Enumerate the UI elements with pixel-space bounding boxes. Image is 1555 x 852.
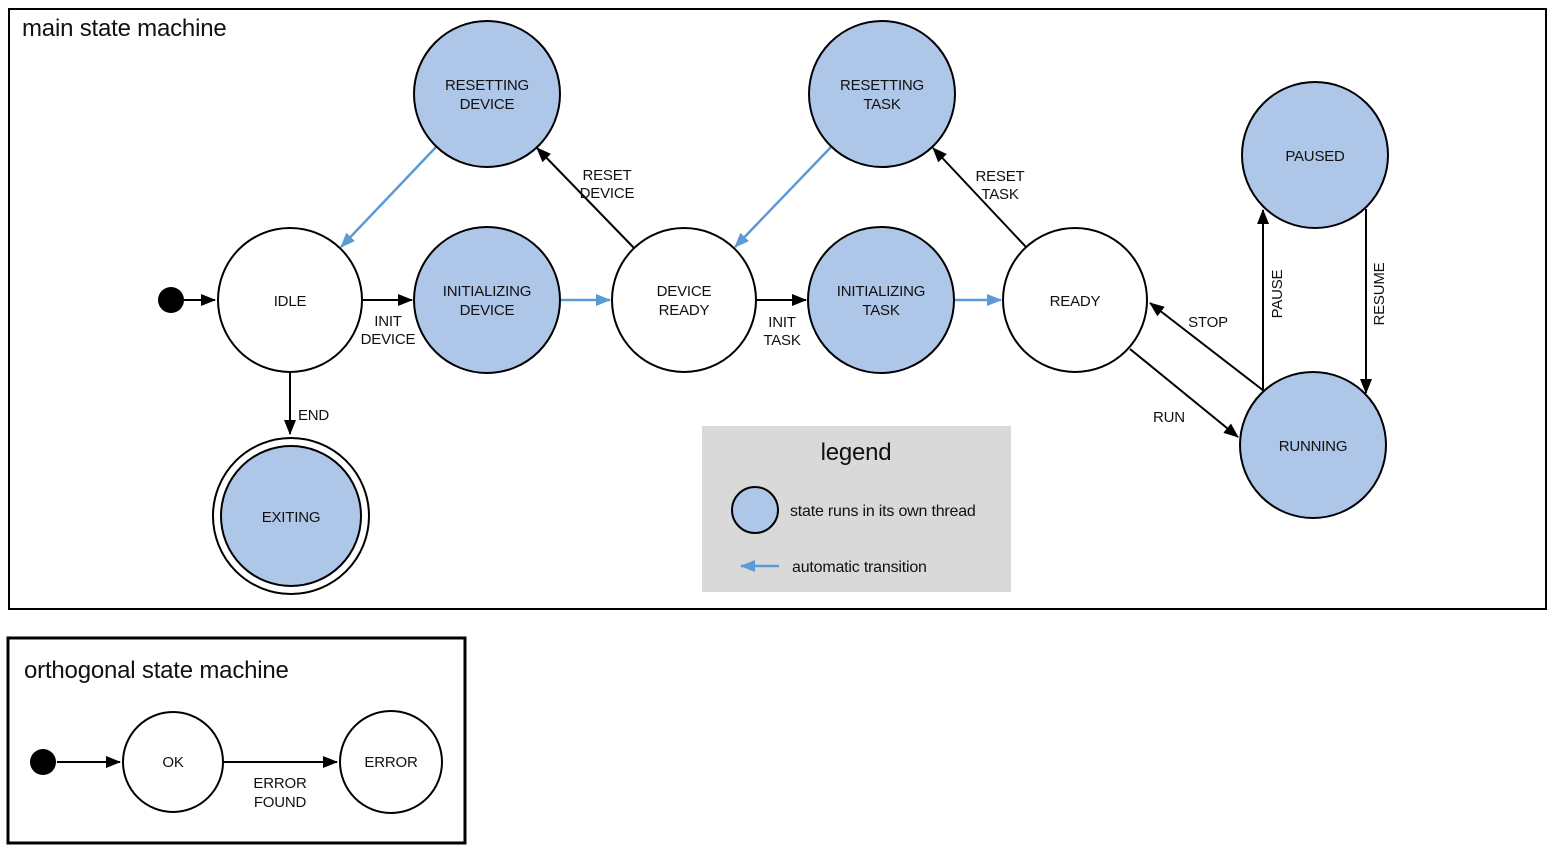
state-idle-label: IDLE	[274, 293, 307, 310]
main-panel-border	[8, 8, 1547, 610]
state-initializing-device	[413, 226, 561, 374]
state-initializing-task-label-line1: INITIALIZING	[837, 283, 925, 300]
state-error-label: ERROR	[364, 754, 418, 771]
transition-run-label: RUN	[1153, 409, 1185, 426]
state-running	[1239, 371, 1387, 519]
state-paused	[1241, 81, 1389, 229]
main-panel-title: main state machine	[22, 15, 227, 42]
transition-reset-device-label-line1: RESET	[582, 167, 631, 184]
transition-stop-arrow	[1149, 302, 1265, 392]
state-device-ready-label-line2: READY	[659, 302, 710, 319]
transition-error-found-label-line1: ERROR	[253, 775, 307, 792]
transition-resume-label: RESUME	[1371, 262, 1388, 325]
transition-reset-task-label-line2: TASK	[981, 186, 1018, 203]
state-resetting-task	[808, 20, 956, 168]
state-ready-label: READY	[1050, 293, 1101, 310]
transition-error-found-label-line2: FOUND	[254, 794, 307, 811]
state-resetting-task-label-line1: RESETTING	[840, 77, 924, 94]
state-initializing-task-label-line2: TASK	[862, 302, 899, 319]
transition-reset-device-label-line2: DEVICE	[580, 185, 635, 202]
state-exiting-label: EXITING	[262, 509, 321, 526]
legend-auto-transition-label: automatic transition	[792, 559, 927, 576]
initial-state-dot	[158, 287, 184, 313]
auto-transition-resetting-device-to-idle-arrow	[340, 145, 438, 248]
legend-threaded-state-icon	[731, 486, 779, 534]
state-resetting-task-label-line2: TASK	[863, 96, 900, 113]
transition-pause-label: PAUSE	[1269, 269, 1286, 318]
state-resetting-device-label-line2: DEVICE	[460, 96, 515, 113]
state-exiting	[220, 445, 362, 587]
auto-transition-resetting-task-to-device-ready-arrow	[734, 146, 832, 248]
transition-reset-task-label-line1: RESET	[975, 168, 1024, 185]
transition-reset-task-arrow	[932, 147, 1027, 248]
state-ok	[122, 711, 224, 813]
state-initializing-device-label-line1: INITIALIZING	[443, 283, 531, 300]
orthogonal-state-machine-panel: orthogonal state machine OK ERROR ERROR …	[6, 636, 467, 845]
transition-stop-label: STOP	[1188, 314, 1228, 331]
legend-threaded-state-label: state runs in its own thread	[790, 503, 976, 520]
legend-title: legend	[821, 439, 892, 466]
state-resetting-device-label-line1: RESETTING	[445, 77, 529, 94]
state-initializing-device-label-line2: DEVICE	[460, 302, 515, 319]
state-device-ready-label-line1: DEVICE	[657, 283, 712, 300]
transition-end-label: END	[298, 407, 329, 424]
state-ok-label: OK	[162, 754, 183, 771]
state-idle	[217, 227, 363, 373]
state-error	[339, 710, 443, 814]
transition-init-device-label-line1: INIT	[374, 313, 402, 330]
state-running-label: RUNNING	[1279, 438, 1348, 455]
orthogonal-initial-state-dot	[30, 749, 56, 775]
state-ready	[1002, 227, 1148, 373]
transition-init-task-label-line1: INIT	[768, 314, 796, 331]
legend: legend state runs in its own thread auto…	[702, 426, 1011, 592]
state-resetting-device	[413, 20, 561, 168]
transition-reset-device-arrow	[536, 147, 635, 249]
state-device-ready	[611, 227, 757, 373]
transition-init-device-label-line2: DEVICE	[361, 331, 416, 348]
orthogonal-panel-title: orthogonal state machine	[24, 657, 289, 684]
transition-init-task-label-line2: TASK	[763, 332, 800, 349]
state-initializing-task	[807, 226, 955, 374]
state-paused-label: PAUSED	[1285, 148, 1345, 165]
orthogonal-panel-border	[6, 636, 467, 845]
transition-run-arrow	[1129, 348, 1239, 438]
main-state-machine-panel: main state machine IDLE INITIALIZING DEV	[8, 8, 1547, 610]
